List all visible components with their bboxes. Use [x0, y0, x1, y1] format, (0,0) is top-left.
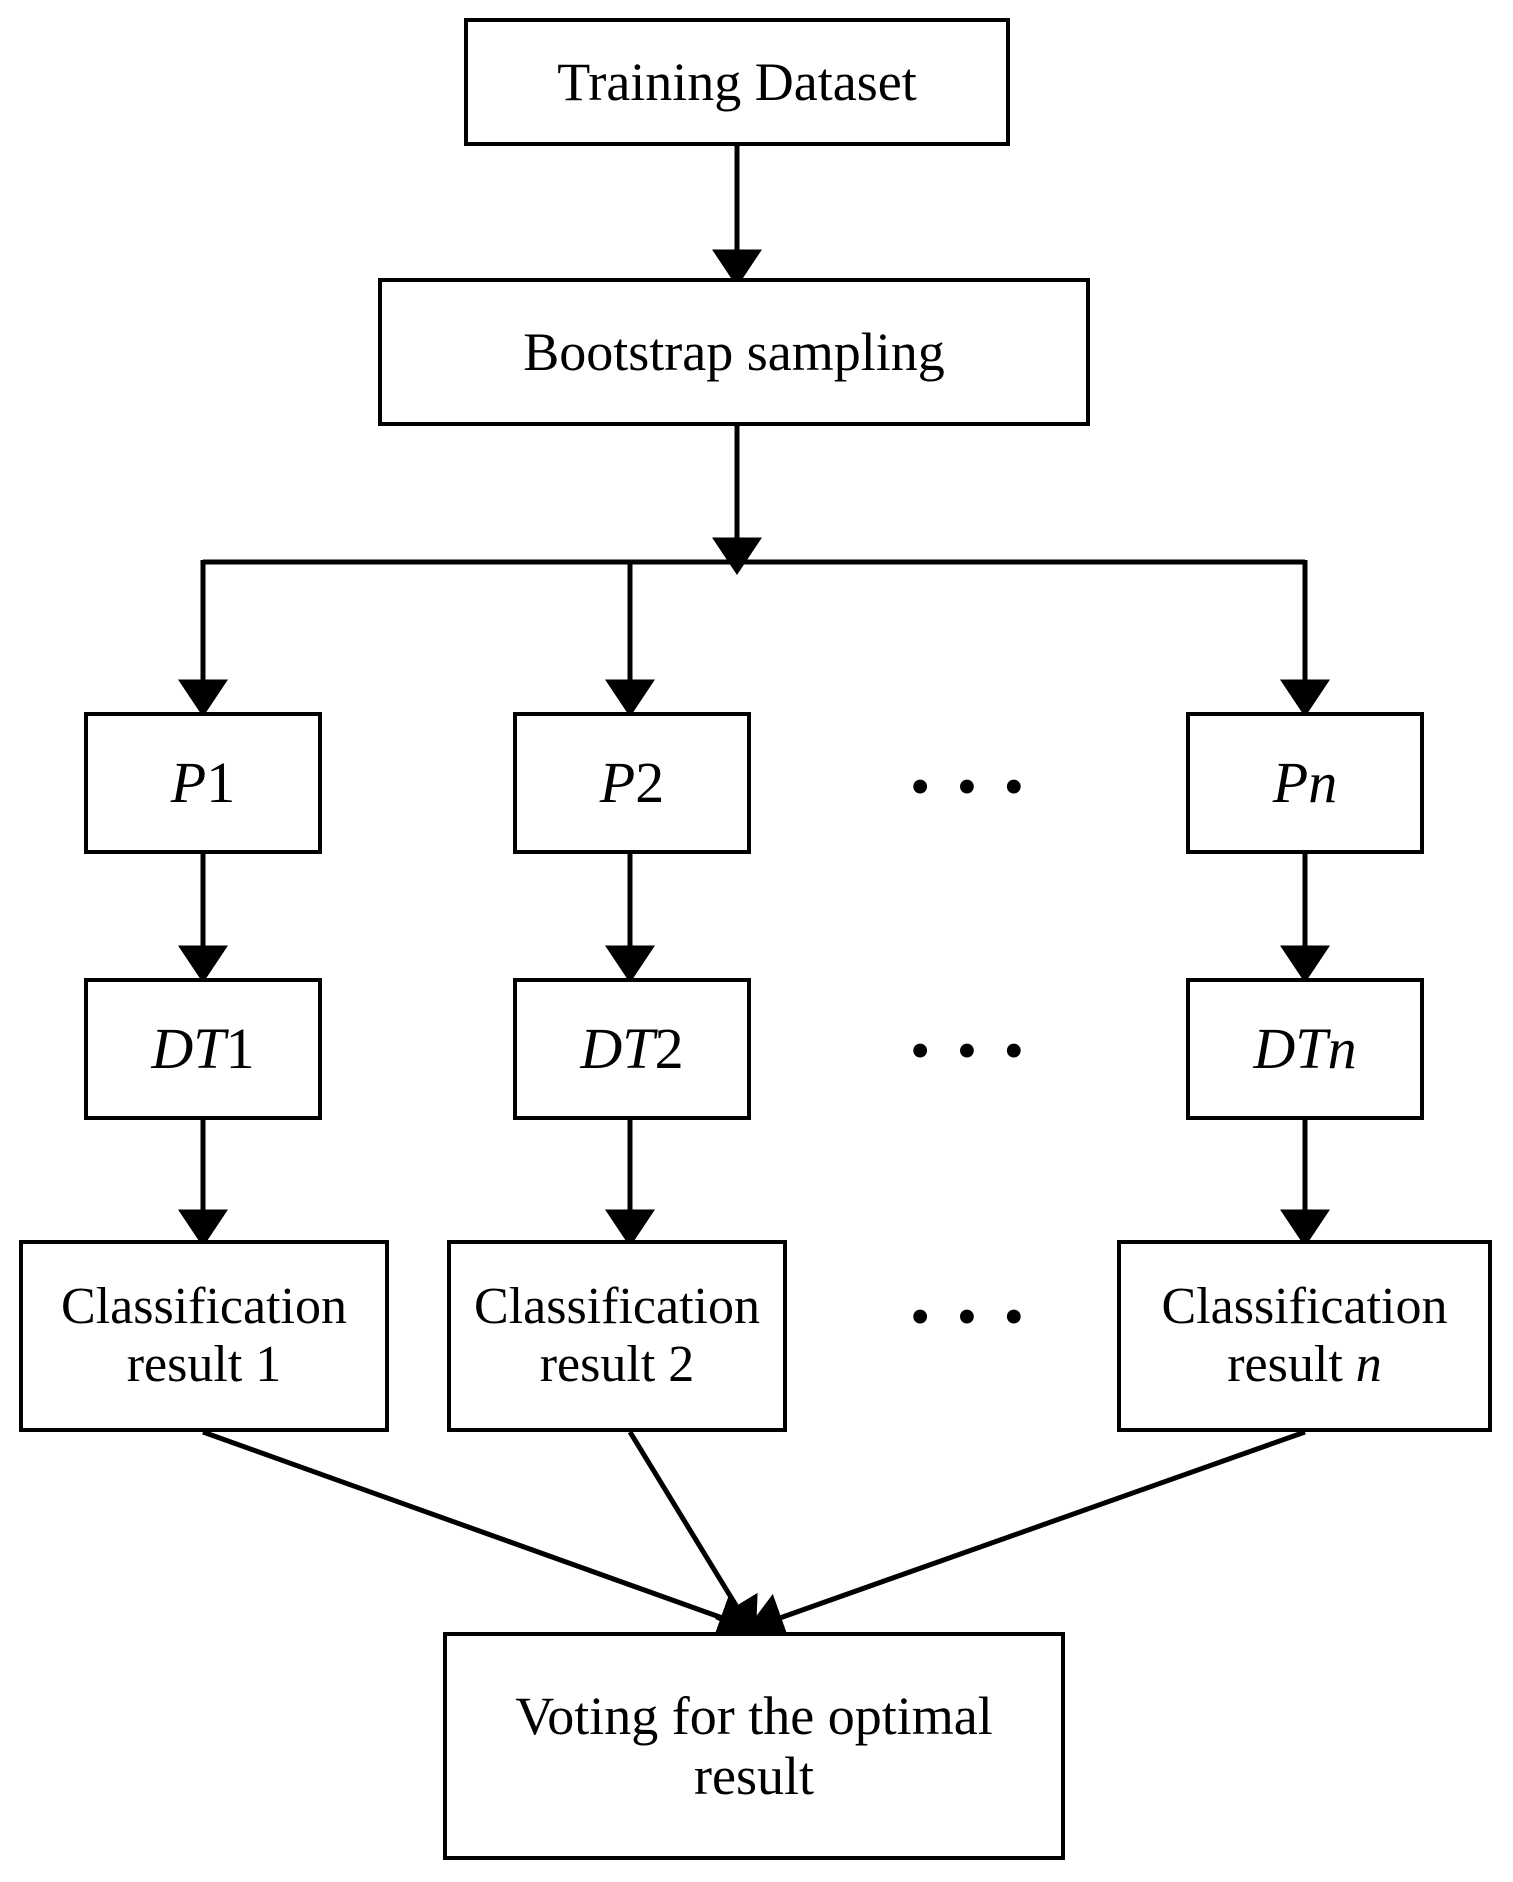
node-dt2-sub: 2 — [654, 1015, 684, 1081]
node-bootstrap-sampling-label: Bootstrap sampling — [523, 321, 945, 382]
node-pn[interactable]: Pn — [1186, 712, 1424, 854]
node-result-1-line2-prefix: result — [126, 1336, 256, 1393]
node-dt1-base: DT — [151, 1015, 226, 1081]
node-dt2-label: DT2 — [517, 1015, 747, 1082]
node-result-2-line1: Classification — [474, 1277, 760, 1335]
node-voting[interactable]: Voting for the optimal result — [443, 1632, 1065, 1860]
node-dt1[interactable]: DT1 — [84, 978, 322, 1120]
node-dt2-base: DT — [580, 1015, 655, 1081]
node-result-2-line2-prefix: result — [539, 1336, 669, 1393]
node-voting-line1: Voting for the optimal — [515, 1685, 993, 1746]
node-p1-base: P — [170, 749, 207, 815]
arrow-resultn-to-voting — [745, 1429, 1306, 1642]
node-result-n-line1: Classification — [1161, 1277, 1448, 1335]
node-voting-line2: result — [694, 1746, 814, 1806]
node-result-n-label: Classification result n — [1121, 1278, 1488, 1394]
arrow-result1-to-voting — [202, 1429, 757, 1641]
ellipsis-p-row: • • • — [910, 754, 1030, 819]
node-p1-label: P1 — [88, 749, 318, 816]
node-dtn-base: DT — [1253, 1015, 1328, 1081]
node-dtn-label: DTn — [1190, 1015, 1420, 1082]
ellipsis-dt-row: • • • — [910, 1018, 1030, 1083]
node-result-2-index: 2 — [668, 1336, 695, 1393]
node-dt1-label: DT1 — [88, 1015, 318, 1082]
arrow-result2-to-voting — [627, 1430, 758, 1638]
node-result-n-index: n — [1355, 1336, 1382, 1393]
node-result-2-label: Classification result 2 — [451, 1278, 783, 1394]
node-result-1-line1: Classification — [61, 1277, 347, 1335]
node-bootstrap-sampling[interactable]: Bootstrap sampling — [378, 278, 1090, 426]
node-dt2[interactable]: DT2 — [513, 978, 751, 1120]
node-dt1-sub: 1 — [225, 1015, 255, 1081]
node-pn-base: P — [1272, 749, 1309, 815]
node-p1-sub: 1 — [206, 749, 236, 815]
node-training-dataset-label: Training Dataset — [557, 51, 917, 112]
node-training-dataset[interactable]: Training Dataset — [464, 18, 1010, 146]
node-result-1-label: Classification result 1 — [23, 1278, 385, 1394]
node-dtn[interactable]: DTn — [1186, 978, 1424, 1120]
node-result-2[interactable]: Classification result 2 — [447, 1240, 787, 1432]
node-result-1[interactable]: Classification result 1 — [19, 1240, 389, 1432]
node-p2[interactable]: P2 — [513, 712, 751, 854]
node-result-n-line2-prefix: result — [1227, 1336, 1356, 1393]
ellipsis-result-row: • • • — [910, 1284, 1030, 1349]
node-result-n[interactable]: Classification result n — [1117, 1240, 1492, 1432]
node-pn-label: Pn — [1190, 749, 1420, 816]
node-pn-sub: n — [1308, 749, 1338, 815]
node-result-1-index: 1 — [255, 1336, 282, 1393]
node-p2-label: P2 — [517, 749, 747, 816]
node-voting-label: Voting for the optimal result — [447, 1686, 1061, 1807]
node-p2-base: P — [599, 749, 636, 815]
node-p1[interactable]: P1 — [84, 712, 322, 854]
node-dtn-sub: n — [1327, 1015, 1357, 1081]
node-p2-sub: 2 — [635, 749, 665, 815]
